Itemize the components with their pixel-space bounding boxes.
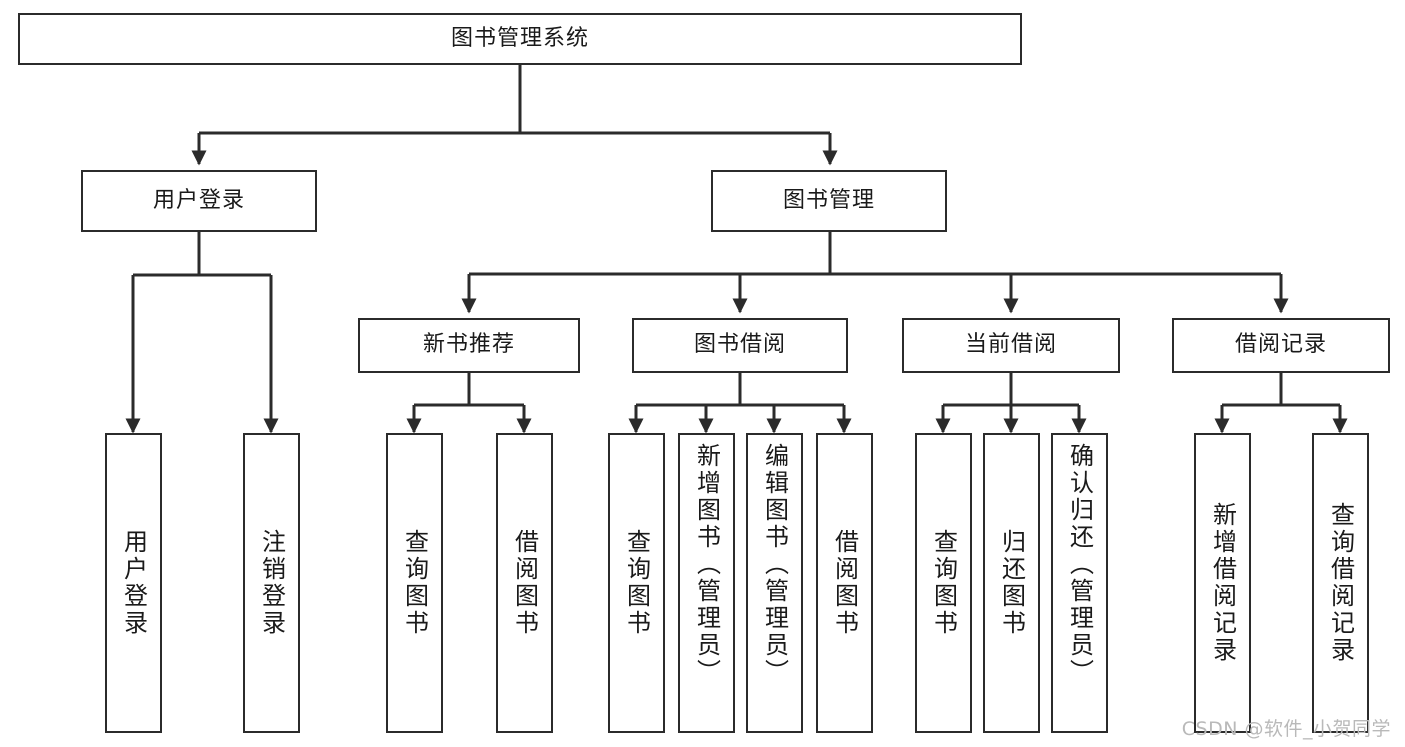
- node-leaf-logout[interactable]: 注销登录: [243, 433, 300, 733]
- node-leaf-edit-book-label: 编辑图书（管理员）: [760, 443, 789, 686]
- node-leaf-query-record[interactable]: 查询借阅记录: [1312, 433, 1369, 733]
- node-new-book-rec[interactable]: 新书推荐: [358, 318, 580, 373]
- node-borrow-record-label: 借阅记录: [1234, 332, 1327, 358]
- node-leaf-edit-book[interactable]: 编辑图书（管理员）: [746, 433, 803, 733]
- node-leaf-confirm-return-label: 确认归还（管理员）: [1065, 443, 1094, 686]
- node-book-manage[interactable]: 图书管理: [711, 170, 947, 232]
- node-leaf-add-record[interactable]: 新增借阅记录: [1194, 433, 1251, 733]
- node-root[interactable]: 图书管理系统: [18, 13, 1022, 65]
- node-leaf-borrow-book-2-label: 借阅图书: [830, 529, 859, 637]
- node-leaf-query-record-label: 查询借阅记录: [1326, 502, 1355, 664]
- node-borrow-record[interactable]: 借阅记录: [1172, 318, 1390, 373]
- node-leaf-return-book[interactable]: 归还图书: [983, 433, 1040, 733]
- node-user-login[interactable]: 用户登录: [81, 170, 317, 232]
- node-leaf-add-book[interactable]: 新增图书（管理员）: [678, 433, 735, 733]
- node-leaf-borrow-book-1[interactable]: 借阅图书: [496, 433, 553, 733]
- node-current-borrow-label: 当前借阅: [964, 332, 1057, 358]
- node-leaf-query-book-2[interactable]: 查询图书: [608, 433, 665, 733]
- node-root-label: 图书管理系统: [450, 25, 589, 51]
- node-book-borrow-label: 图书借阅: [693, 332, 786, 358]
- node-leaf-logout-label: 注销登录: [257, 529, 286, 637]
- node-leaf-query-book-2-label: 查询图书: [622, 529, 651, 637]
- node-leaf-return-book-label: 归还图书: [997, 529, 1026, 637]
- node-user-login-label: 用户登录: [152, 187, 245, 213]
- node-leaf-query-book-3-label: 查询图书: [929, 529, 958, 637]
- node-leaf-user-login[interactable]: 用户登录: [105, 433, 162, 733]
- node-leaf-add-book-label: 新增图书（管理员）: [692, 443, 721, 686]
- node-leaf-user-login-label: 用户登录: [119, 529, 148, 637]
- node-leaf-borrow-book-2[interactable]: 借阅图书: [816, 433, 873, 733]
- node-leaf-confirm-return[interactable]: 确认归还（管理员）: [1051, 433, 1108, 733]
- node-new-book-rec-label: 新书推荐: [422, 332, 515, 358]
- node-book-manage-label: 图书管理: [782, 187, 875, 213]
- node-leaf-borrow-book-1-label: 借阅图书: [510, 529, 539, 637]
- node-book-borrow[interactable]: 图书借阅: [632, 318, 848, 373]
- node-leaf-query-book-3[interactable]: 查询图书: [915, 433, 972, 733]
- node-leaf-query-book-1-label: 查询图书: [400, 529, 429, 637]
- node-leaf-query-book-1[interactable]: 查询图书: [386, 433, 443, 733]
- node-leaf-add-record-label: 新增借阅记录: [1208, 502, 1237, 664]
- node-current-borrow[interactable]: 当前借阅: [902, 318, 1120, 373]
